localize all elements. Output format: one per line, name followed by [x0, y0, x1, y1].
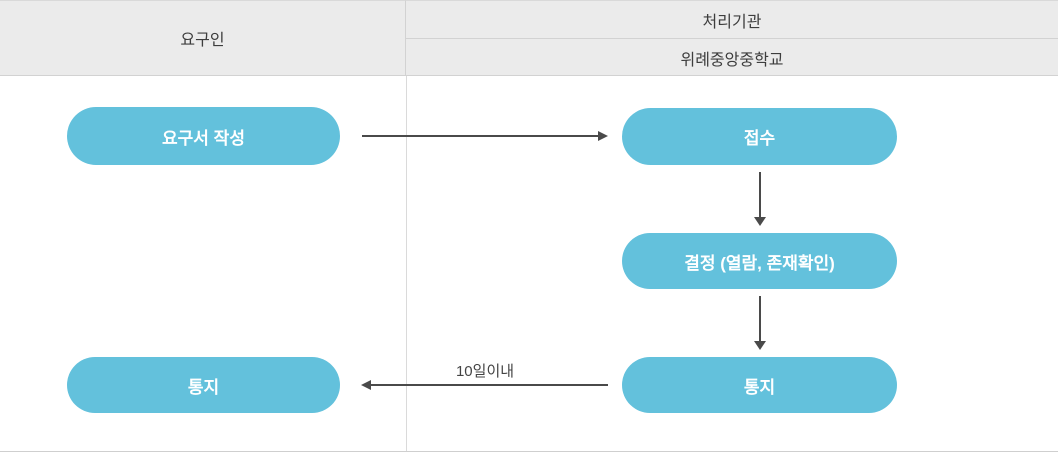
arrow-notice-to-requester-line — [371, 384, 608, 386]
agency-name: 위례중앙중학교 — [680, 51, 784, 69]
flow-node-write-request: 요구서 작성 — [67, 107, 340, 165]
flow-node-label: 접수 — [743, 129, 776, 148]
column-header-requester: 요구인 — [0, 0, 406, 76]
arrow-receive-to-decide-line — [759, 172, 761, 219]
flow-node-label: 통지 — [743, 377, 776, 397]
column-header-agency: 처리기관 위례중앙중학교 — [406, 0, 1058, 76]
flow-node-receive: 접수 — [622, 108, 897, 165]
arrow-decide-to-notice-line — [759, 296, 761, 343]
arrow-right-icon — [598, 131, 608, 141]
agency-column-title-row: 처리기관 — [406, 1, 1058, 39]
flow-node-label: 결정 (열람, 존재확인) — [684, 253, 835, 273]
arrow-down-icon — [754, 217, 766, 226]
flow-node-label: 통지 — [187, 377, 220, 397]
agency-name-row: 위례중앙중학교 — [406, 39, 1058, 76]
arrow-left-icon — [361, 380, 371, 390]
deadline-label: 10일이내 — [455, 363, 515, 380]
diagram-bottom-border — [0, 451, 1058, 452]
flow-node-decide: 결정 (열람, 존재확인) — [622, 233, 897, 289]
agency-column-title: 처리기관 — [702, 13, 762, 31]
arrow-request-to-receive-line — [362, 135, 599, 137]
arrow-down-icon — [754, 341, 766, 350]
flow-node-notice-requester: 통지 — [67, 357, 340, 413]
flow-node-label: 요구서 작성 — [162, 128, 245, 148]
flow-node-notice-agency: 통지 — [622, 357, 897, 413]
column-divider — [406, 76, 407, 451]
requester-column-title: 요구인 — [180, 32, 225, 49]
